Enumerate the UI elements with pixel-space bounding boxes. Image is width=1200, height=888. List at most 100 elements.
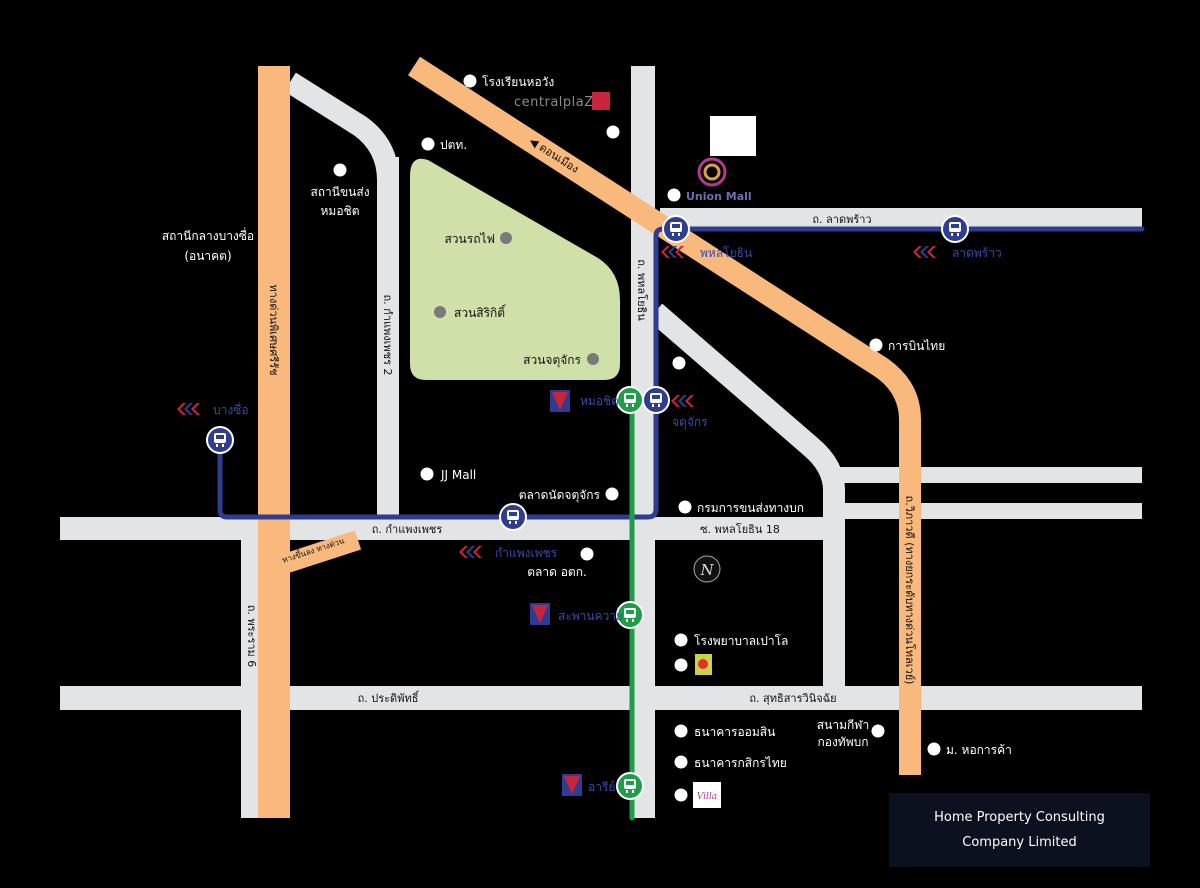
villa-logo-icon bbox=[693, 782, 721, 808]
label-station-phahonyothin: พหลโยธิน bbox=[700, 246, 752, 260]
label-thai-airways: การบินไทย bbox=[888, 339, 945, 353]
bts-logo-mark-icon bbox=[564, 776, 580, 794]
label-paolo-hospital: โรงพยาบาลเปาโล bbox=[694, 634, 788, 648]
label-utcc: ม. หอการค้า bbox=[946, 743, 1012, 757]
label-central-plaza-logo: centralplaZa bbox=[514, 95, 602, 110]
poi-dot-utcc bbox=[927, 742, 941, 756]
poi-dot-thai-airways bbox=[869, 338, 883, 352]
company-credit: Home Property Consulting Company Limited bbox=[889, 793, 1150, 867]
label-station-ari: อารีย์ bbox=[588, 780, 615, 794]
label-road-vibhavadi: ถ.วิภาวดี (ทางยกระดับทางด่วนโทลเวย์) bbox=[903, 496, 917, 685]
station-chatuchak: จตุจักร bbox=[642, 386, 708, 430]
poi-dot-jj-mall bbox=[420, 467, 434, 481]
company-name-line-1: Home Property Consulting bbox=[934, 810, 1105, 825]
label-army-stadium-2: กองทัพบก bbox=[817, 735, 868, 749]
poi-dot-ptt bbox=[421, 137, 435, 151]
label-park-sirikit: สวนสิริกิติ์ bbox=[454, 304, 507, 320]
expressway-tollway bbox=[408, 56, 921, 775]
poi-dot-dlt bbox=[678, 500, 692, 514]
company-name-line-2: Company Limited bbox=[962, 835, 1077, 850]
road-diagonal-east bbox=[647, 303, 845, 686]
points-of-interest: โรงเรียนหอวัง ปตท. สถานีขนส่ง หมอชิต สถา… bbox=[162, 74, 1012, 808]
label-bang-sue-grand-2: (อนาคต) bbox=[184, 249, 231, 263]
label-jj-market: ตลาดนัดจตุจักร bbox=[519, 488, 601, 503]
roads bbox=[60, 66, 1142, 818]
expressway-ramp bbox=[274, 530, 362, 576]
label-horwang-school: โรงเรียนหอวัง bbox=[482, 75, 554, 89]
label-station-mo-chit: หมอชิต bbox=[580, 394, 619, 408]
poi-dot-chatuchak-park bbox=[587, 353, 599, 365]
station-mo-chit: หมอชิต bbox=[550, 386, 644, 414]
central-plaza-mark-icon bbox=[592, 92, 610, 110]
expressways bbox=[258, 66, 290, 818]
station-bang-sue: บางซื่อ bbox=[177, 401, 249, 454]
label-station-chatuchak: จตุจักร bbox=[672, 415, 708, 430]
label-road-pradiphat: ถ. ประดิพัทธิ์ bbox=[358, 690, 420, 705]
label-villa-logo: Villa bbox=[697, 792, 717, 802]
road-phahonyothin bbox=[631, 66, 655, 818]
expressway-si-rat bbox=[258, 66, 290, 818]
road-phra-ram-6 bbox=[241, 540, 263, 818]
poi-dot-or-tor-kor bbox=[580, 547, 594, 561]
poi-dot-jj-market bbox=[605, 487, 619, 501]
poi-dot-mo-chit-bus bbox=[333, 163, 347, 177]
label-road-sutthisan: ถ. สุทธิสารวินิจฉัย bbox=[749, 692, 836, 705]
brand-logos: centralplaZa Union Mall N bbox=[514, 92, 756, 583]
label-road-phahonyothin: ถ. พหลโยธิน bbox=[635, 259, 649, 321]
poi-dot-unnamed bbox=[672, 356, 686, 370]
label-or-tor-kor: ตลาด อตก. bbox=[527, 565, 587, 579]
label-mo-chit-bus-2: หมอชิต bbox=[321, 204, 360, 218]
expressways-diagonal bbox=[274, 56, 921, 775]
station-lat-phrao: ลาดพร้าว bbox=[913, 215, 1002, 260]
station-ari: อารีย์ bbox=[562, 772, 644, 800]
label-ptt: ปตท. bbox=[440, 138, 467, 152]
park-labels: สวนรถไฟ สวนสิริกิติ์ สวนจตุจักร bbox=[434, 232, 599, 368]
blue-line-mrt bbox=[217, 226, 1145, 520]
label-expressway-si-rat: ทางด่วนพิเศษศรีรัช bbox=[267, 284, 280, 375]
station-saphan-khwai: สะพานควาย bbox=[530, 601, 644, 629]
n-logo-icon bbox=[693, 555, 721, 583]
poi-dot-paolo bbox=[674, 633, 688, 647]
label-station-kamphaeng-phet: กำแพงเพชร bbox=[495, 546, 558, 560]
poi-dot-union-mall bbox=[667, 188, 681, 202]
road-lat-phrao bbox=[660, 208, 1142, 230]
label-n-logo: N bbox=[699, 561, 714, 579]
poi-dot-rot-fai bbox=[500, 232, 512, 244]
bts-logo-mark-icon bbox=[552, 392, 568, 410]
poi-dot-army-stadium bbox=[871, 724, 885, 738]
label-army-stadium-1: สนามกีฬา bbox=[817, 718, 869, 732]
label-road-lat-phrao: ถ. ลาดพร้าว bbox=[812, 213, 871, 226]
label-road-kamphaeng-phet: ถ. กำแพงเพชร bbox=[372, 523, 443, 536]
label-station-saphan-khwai: สะพานควาย bbox=[558, 609, 623, 623]
union-mall-logo-icon bbox=[697, 157, 727, 187]
station-kamphaeng-phet: กำแพงเพชร bbox=[459, 503, 558, 560]
shop-logo-mark-icon bbox=[698, 659, 708, 669]
label-park-chatuchak: สวนจตุจักร bbox=[523, 353, 581, 368]
label-kbank: ธนาคารกสิกรไทย bbox=[694, 756, 787, 770]
label-gsb: ธนาคารออมสิน bbox=[694, 725, 775, 739]
label-mo-chit-bus-1: สถานีขนส่ง bbox=[310, 185, 369, 199]
road-kamphaeng-phet-2-curve bbox=[284, 72, 399, 200]
label-station-bang-sue: บางซื่อ bbox=[213, 401, 249, 417]
label-road-soi-18: ซ. พหลโยธิน 18 bbox=[700, 522, 780, 536]
label-union-mall: Union Mall bbox=[686, 190, 752, 203]
label-station-lat-phrao: ลาดพร้าว bbox=[952, 246, 1002, 260]
road-kamphaeng-phet-2 bbox=[377, 157, 399, 517]
label-park-rot-fai: สวนรถไฟ bbox=[444, 232, 495, 246]
label-dlt: กรมการขนส่งทางบก bbox=[697, 501, 804, 515]
poi-dot-horwang bbox=[463, 74, 477, 88]
road-pradiphat-sutthisan bbox=[60, 686, 1142, 710]
chatuchak-park-area bbox=[410, 158, 620, 380]
poi-dot-central bbox=[606, 125, 620, 139]
label-jj-mall: JJ Mall bbox=[440, 468, 476, 482]
label-road-phra-ram-6: ถ. พระราม 6 bbox=[245, 605, 258, 668]
union-mall-logo-inner-icon bbox=[703, 163, 721, 181]
poi-dot-7eleven bbox=[674, 658, 688, 672]
bts-logo-mark-icon bbox=[532, 605, 548, 623]
road-right-lower bbox=[840, 503, 1142, 519]
label-bang-sue-grand-1: สถานีกลางบางซื่อ bbox=[162, 227, 254, 243]
station-phahonyothin: พหลโยธิน bbox=[661, 215, 752, 260]
poi-dot-gsb bbox=[674, 724, 688, 738]
poi-dot-villa bbox=[674, 788, 688, 802]
